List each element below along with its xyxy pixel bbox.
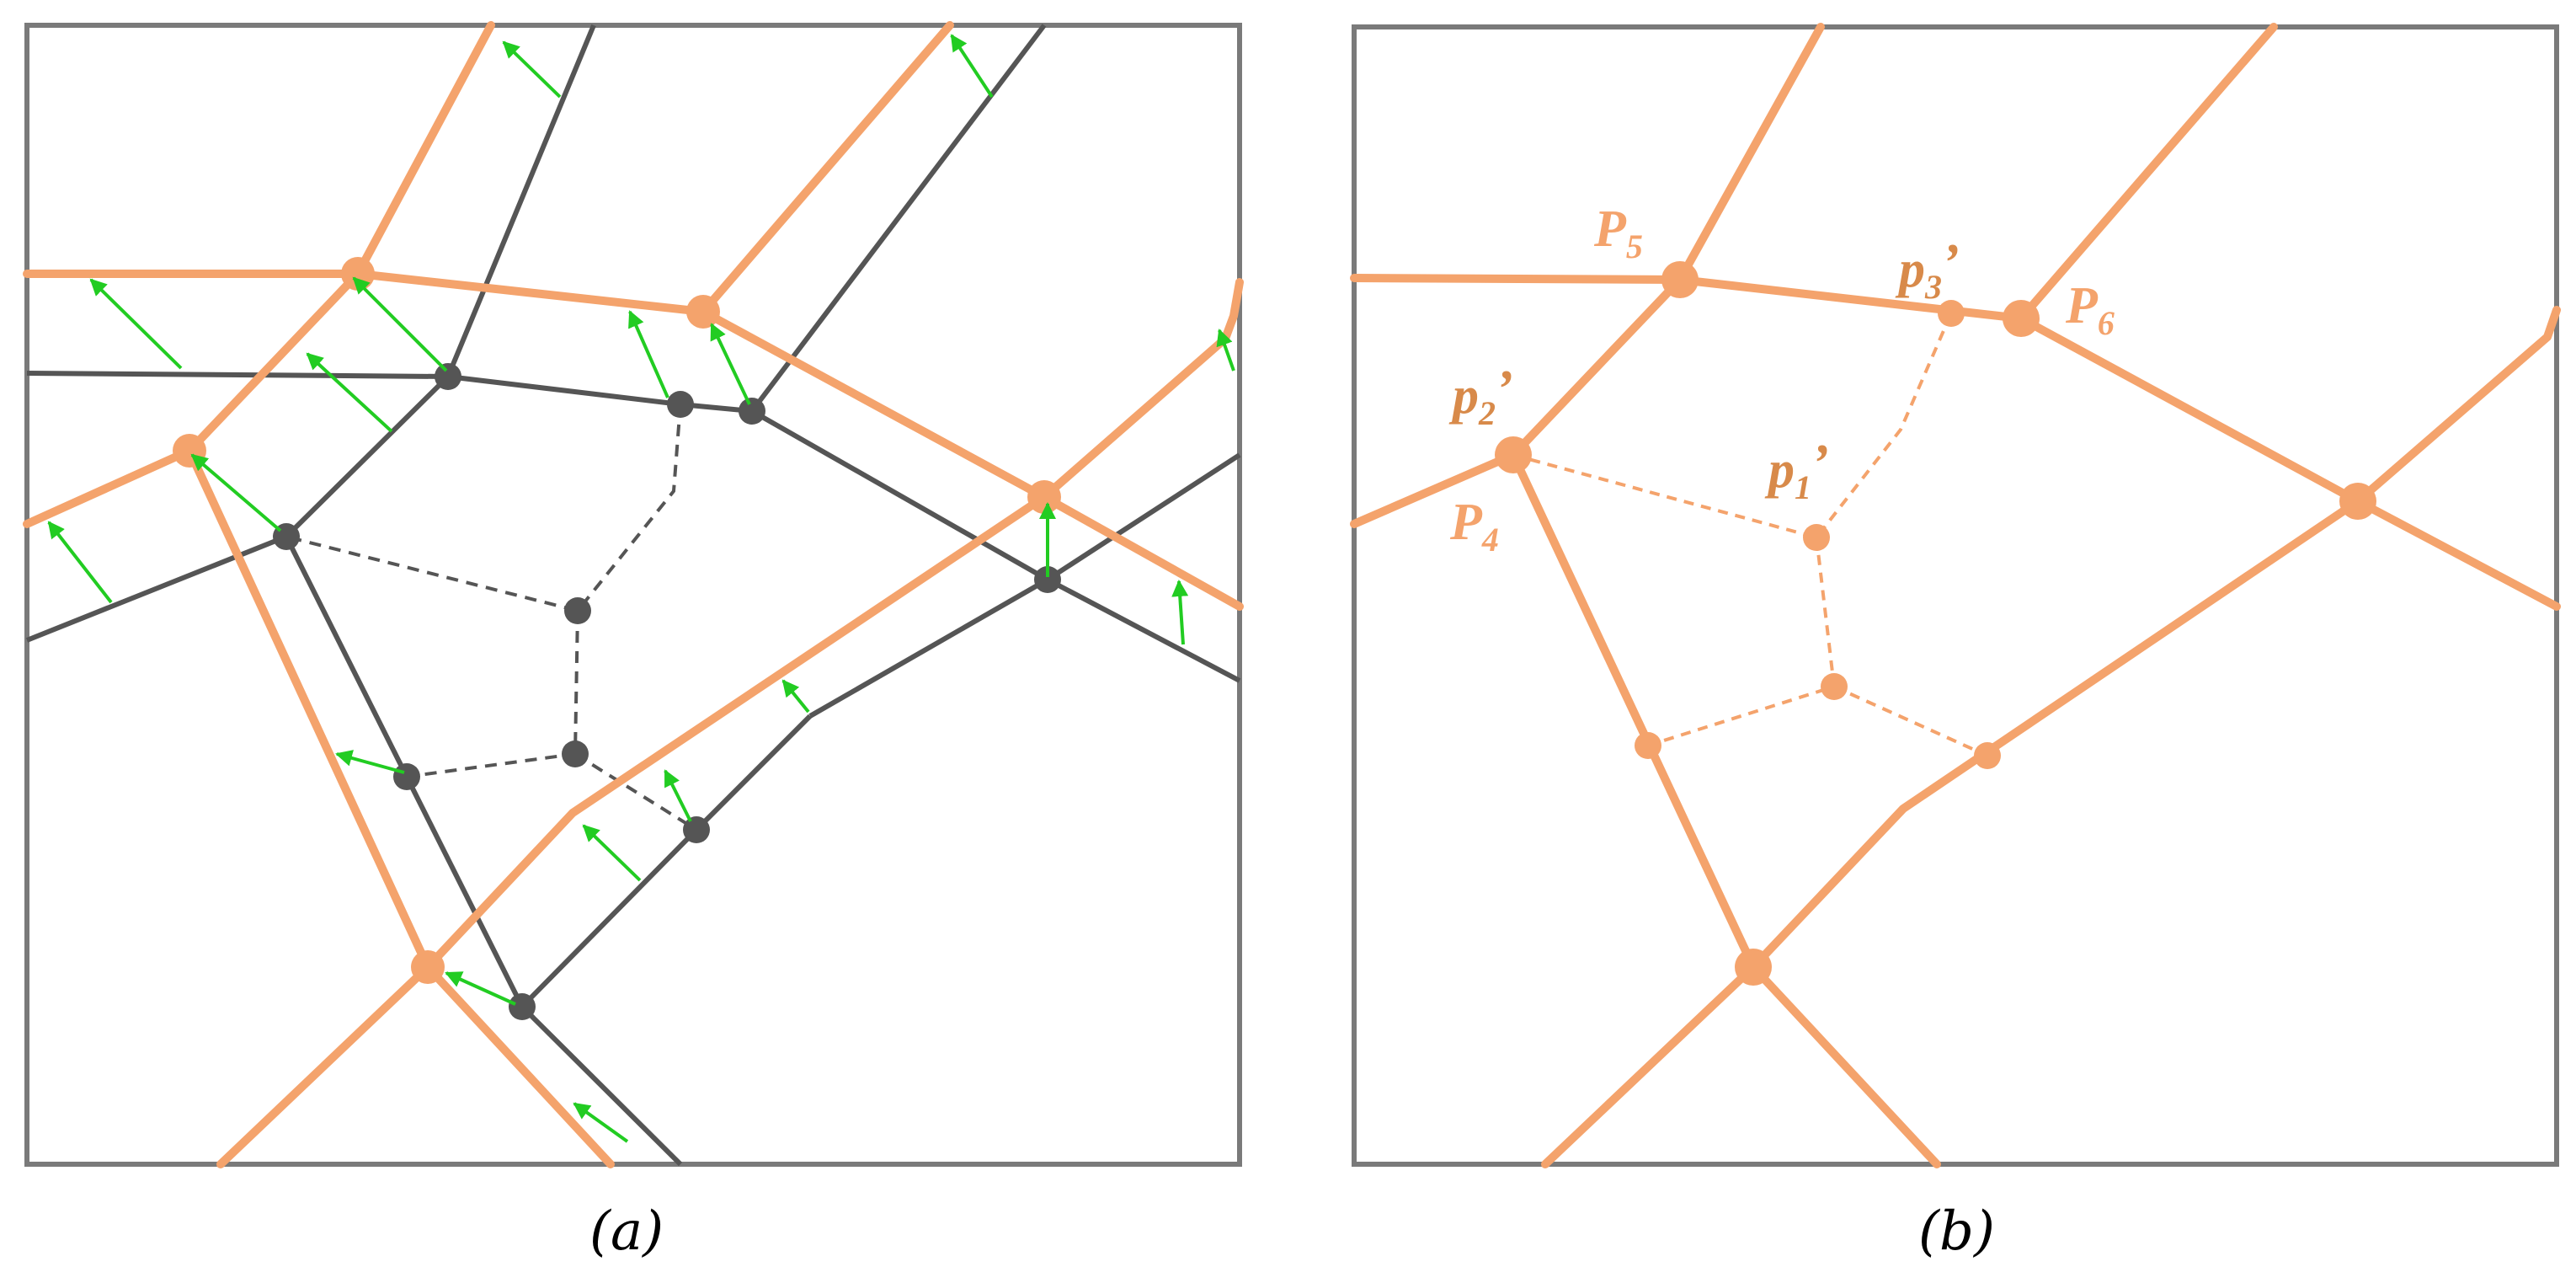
- panel-b: P5 p3’ P6 p2’ p1’ P4: [1350, 23, 2561, 1168]
- orange-vertices: [173, 257, 1061, 984]
- label-p3: p3’: [1895, 234, 1960, 306]
- label-p1: p1’: [1764, 435, 1829, 506]
- panel-b-frame: [1352, 24, 2559, 1167]
- caption-b: (b): [1918, 1200, 1995, 1263]
- offset-direction-arrows: [47, 34, 1235, 1143]
- collapsed-cell-dashed: [285, 404, 698, 831]
- label-p4: P4: [1449, 494, 1499, 559]
- final-edges: [1350, 23, 2561, 1168]
- label-p5: P5: [1593, 200, 1643, 265]
- offset-edges: [23, 21, 1244, 1168]
- caption-a: (a): [589, 1200, 664, 1263]
- label-p6: P6: [2065, 277, 2115, 342]
- original-edges: [25, 24, 1241, 1167]
- panel-a-frame: [24, 23, 1242, 1167]
- dark-vertices: [273, 363, 1061, 1020]
- final-vertices: [1495, 261, 2376, 986]
- panel-a: [23, 21, 1244, 1168]
- label-p2: p2’: [1448, 361, 1513, 432]
